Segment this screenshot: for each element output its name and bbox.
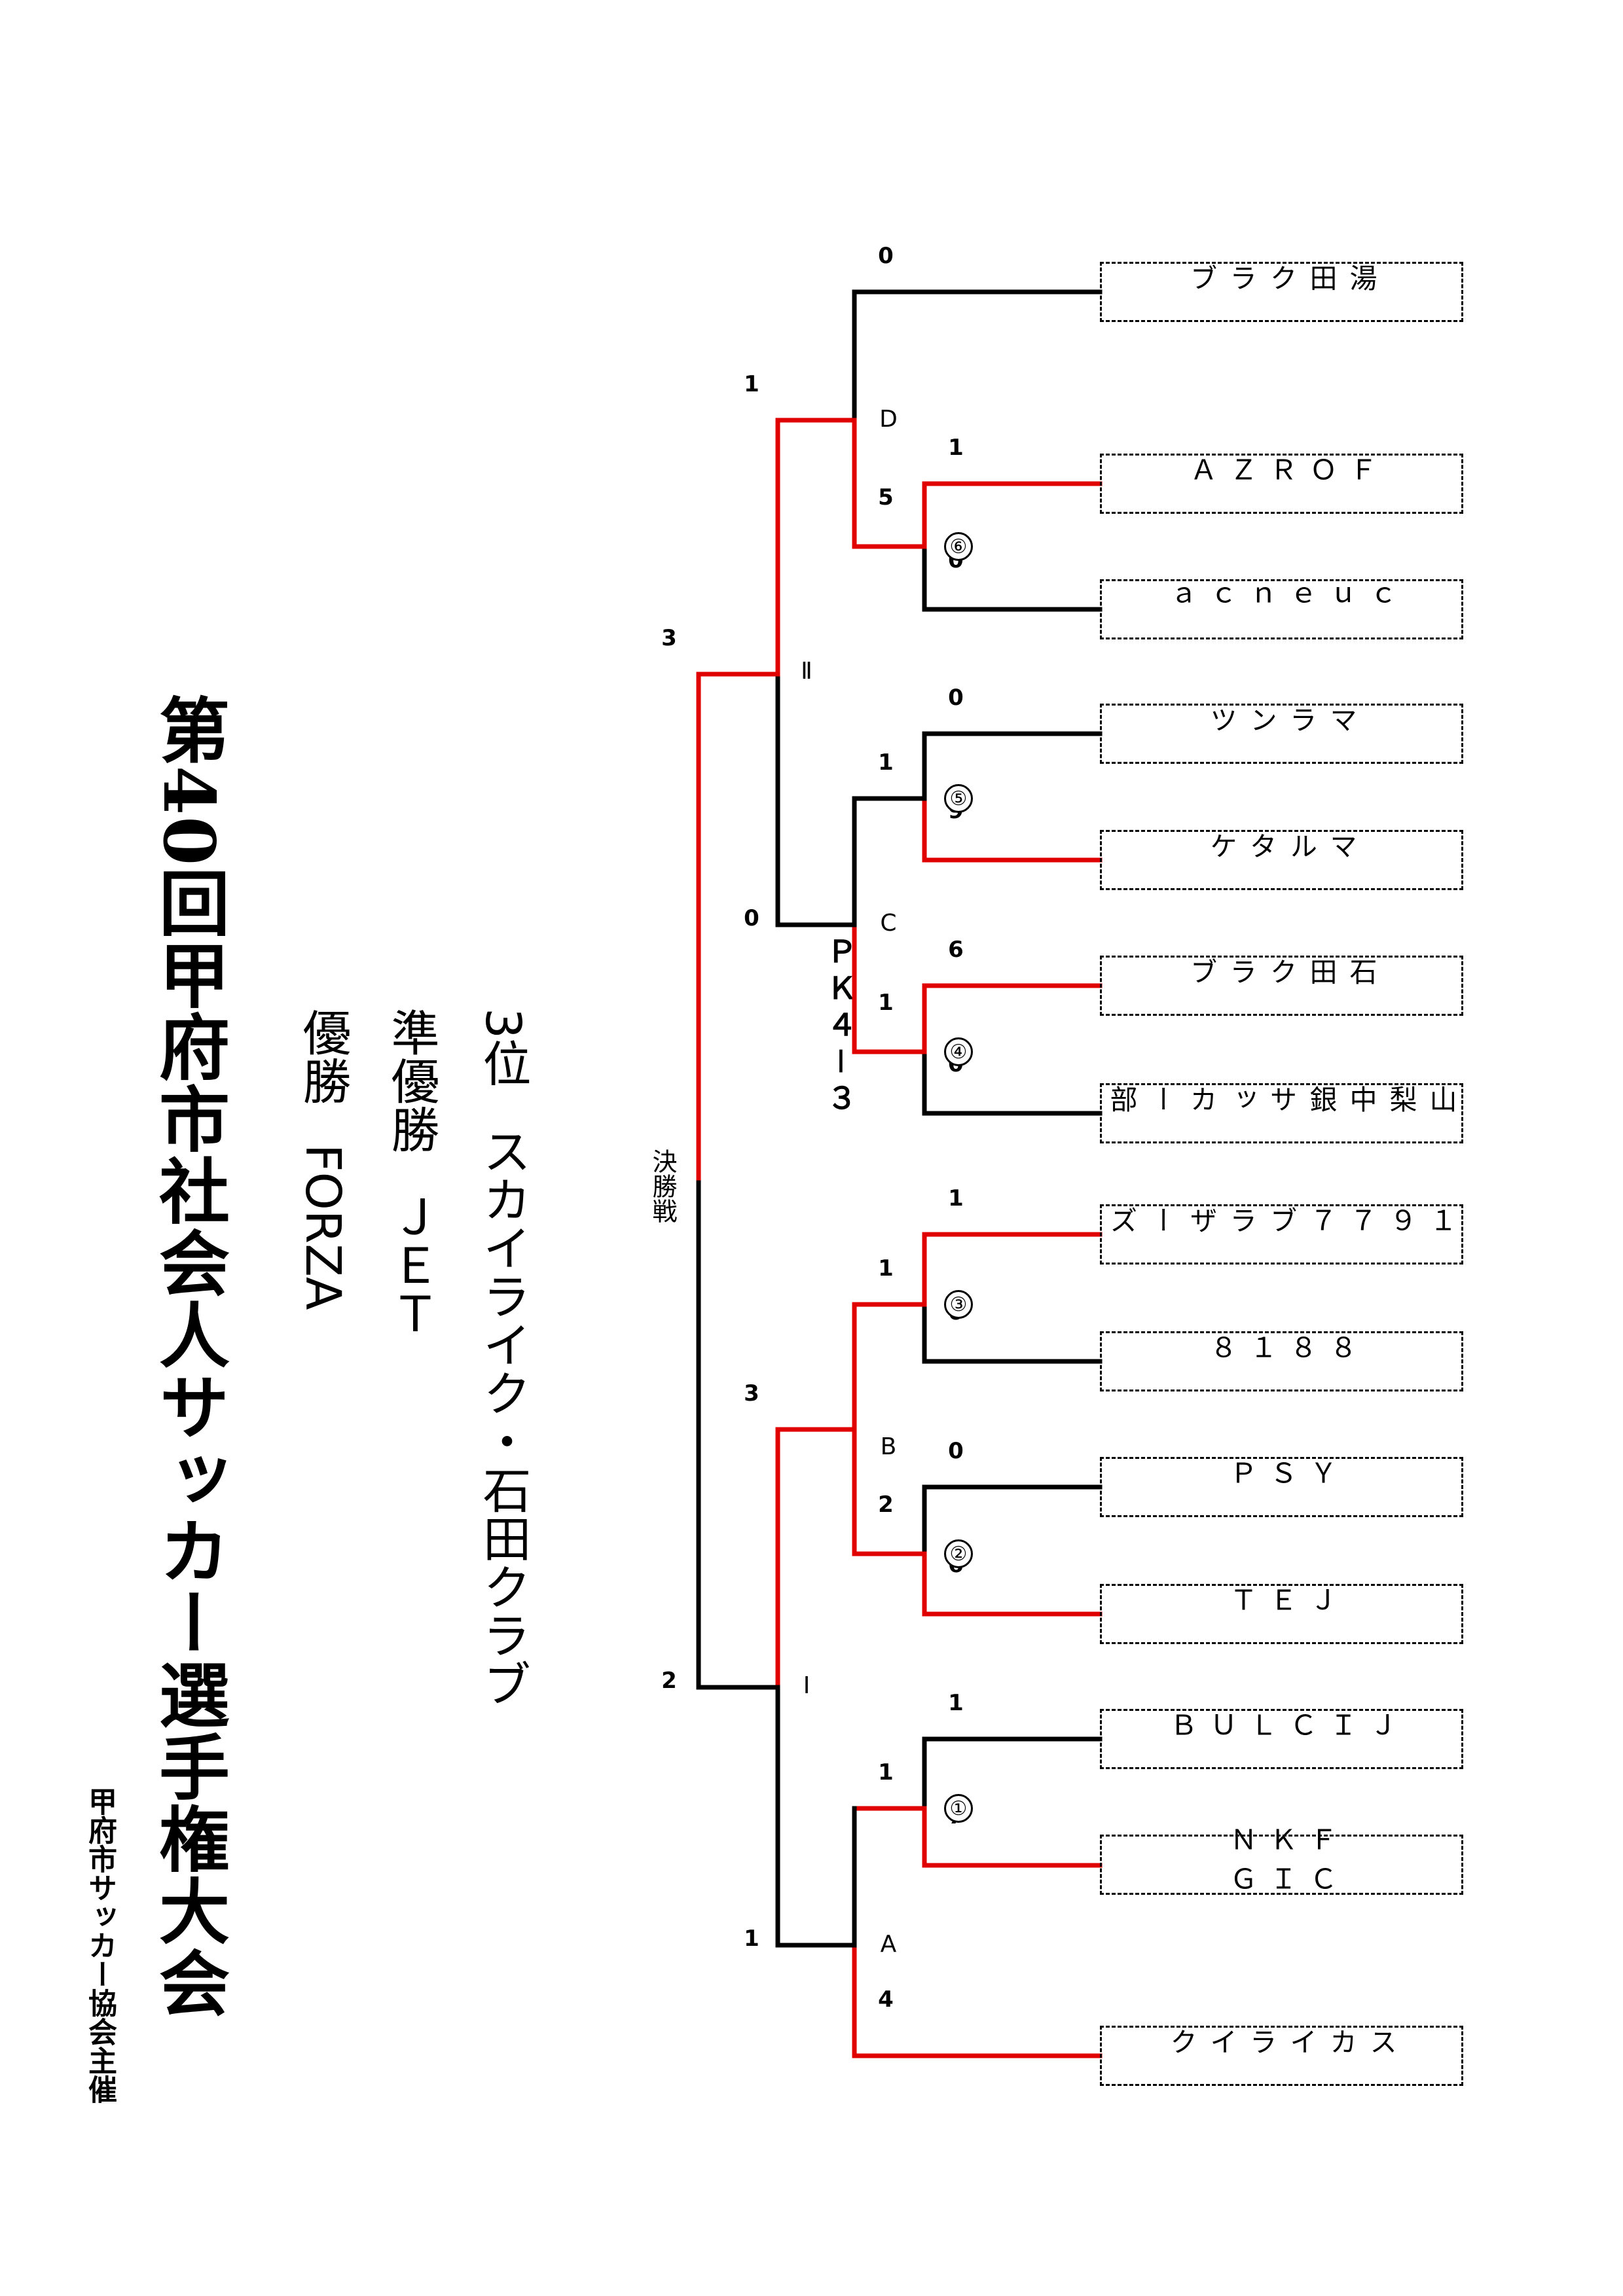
third-place-line: 3位スカイライク・石田クラブ [468, 1008, 538, 1708]
match-label: C [880, 910, 897, 937]
runner-up-label: 準優勝 [383, 1008, 439, 1153]
team-name: 湯田クラブ [1186, 264, 1377, 303]
match-score: 1 [948, 1185, 964, 1211]
winner-line: 優勝 FORZA [288, 1008, 358, 1310]
team-box: ＪＥＴ [1100, 1584, 1463, 1644]
match-label: A [880, 1931, 897, 1958]
team-box: １９７７ブラザーズ [1100, 1204, 1463, 1265]
team-box: ｃｕｅｎｃａ [1100, 579, 1463, 639]
match-number: ③ [944, 1290, 973, 1319]
match-label: Ⅰ [803, 1672, 811, 1699]
match-number: ⑤ [944, 784, 973, 813]
pk-note: ＰＫ４－３ [822, 936, 858, 1119]
match-score: 4 [878, 1986, 894, 2013]
match-score: 1 [744, 371, 759, 397]
organizer: 甲府市サッカー協会主催 [83, 1787, 117, 2104]
team-name: ＦＣ ＫＩＮＧ [1226, 1825, 1338, 1943]
team-box: ＦＣ ＫＩＮＧ [1100, 1825, 1463, 1943]
match-number: ④ [944, 1037, 973, 1066]
match-score: 3 [661, 625, 677, 651]
match-score: 2 [878, 1492, 894, 1518]
match-label: B [880, 1433, 897, 1460]
match-score: 0 [948, 1438, 964, 1464]
team-name: ＪＥＴ [1226, 1586, 1338, 1625]
winner-name: FORZA [295, 1144, 351, 1310]
team-box: 湯田クラブ [1100, 262, 1463, 322]
team-box: マルタケ [1100, 830, 1463, 890]
page-title: 第40回甲府市社会人サッカー選手権大会 [147, 694, 230, 2019]
match-label: Ⅱ [801, 658, 812, 685]
team-name: スカイライク [1165, 2028, 1398, 2067]
match-score: 3 [744, 1380, 759, 1407]
team-box: マランツ [1100, 704, 1463, 764]
team-name: ８８１８ [1205, 1333, 1358, 1372]
team-box: ＹＳＰ [1100, 1457, 1463, 1517]
team-name: ＹＳＰ [1226, 1459, 1338, 1498]
winner-label: 優勝 [295, 1008, 351, 1105]
team-box: ８８１８ [1100, 1331, 1463, 1391]
team-name: 石田クラブ [1186, 958, 1377, 997]
match-label: D [879, 406, 898, 433]
team-name: ＦＯＲＺＡ [1186, 456, 1377, 495]
team-box: 石田クラブ [1100, 956, 1463, 1016]
runner-up-name: ＪＥＴ [383, 1193, 439, 1338]
match-score: 1 [878, 1759, 894, 1785]
match-score: 0 [878, 243, 894, 269]
team-box: ＪＩＣＬＵＢ [1100, 1709, 1463, 1769]
match-number: ⑥ [944, 532, 973, 561]
match-score: 1 [744, 1926, 759, 1952]
match-score: 5 [878, 484, 894, 511]
match-score: 1 [948, 1690, 964, 1716]
runner-up-line: 準優勝 ＪＥＴ [376, 1008, 447, 1338]
match-score: 0 [948, 685, 964, 711]
team-box: スカイライク [1100, 2026, 1463, 2086]
third-label: 3位 [475, 1008, 531, 1088]
match-score: 1 [948, 435, 964, 461]
team-name: １９７７ブラザーズ [1106, 1206, 1457, 1246]
final-label: 決勝戦 [648, 1149, 677, 1223]
match-score: 0 [744, 905, 759, 931]
third-names: スカイライク・石田クラブ [475, 1126, 531, 1708]
team-box: ＦＯＲＺＡ [1100, 454, 1463, 514]
team-name: ＪＩＣＬＵＢ [1165, 1711, 1398, 1750]
match-score: 1 [878, 749, 894, 776]
team-name: マルタケ [1205, 832, 1358, 871]
match-score: 1 [878, 990, 894, 1016]
match-score: 6 [948, 937, 964, 963]
team-name: マランツ [1205, 706, 1358, 745]
match-score: 2 [661, 1668, 677, 1694]
match-number: ② [944, 1539, 973, 1568]
match-score: 1 [878, 1255, 894, 1282]
team-name: ｃｕｅｎｃａ [1165, 581, 1398, 620]
team-box: 山梨中銀サッカー部 [1100, 1083, 1463, 1143]
match-number: ① [944, 1794, 973, 1823]
team-name: 山梨中銀サッカー部 [1106, 1085, 1457, 1124]
